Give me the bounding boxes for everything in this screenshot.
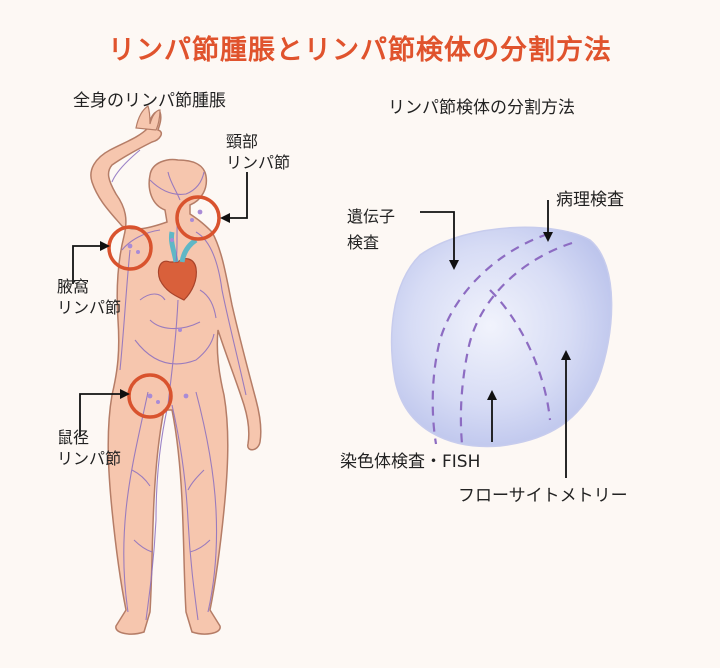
inguinal-node-circle (127, 373, 173, 419)
right-arrowheads (449, 232, 571, 400)
label-pathology: 病理検査 (556, 190, 624, 210)
lymph-node-specimen (390, 226, 613, 448)
left-arrowheads (100, 213, 230, 399)
left-subtitle: 全身のリンパ節腫脹 (73, 91, 226, 111)
label-axillary-node: 腋窩 リンパ節 (57, 277, 122, 317)
cut-lines (431, 232, 573, 445)
right-subtitle: リンパ節検体の分割方法 (388, 98, 575, 118)
human-body (90, 105, 262, 635)
label-flow-cytometry: フローサイトメトリー (458, 486, 628, 506)
right-arrows (420, 200, 567, 478)
axillary-node-circle (107, 225, 153, 271)
label-chromosome-fish: 染色体検査・FISH (340, 452, 481, 472)
label-genetic-test: 遺伝子 検査 (347, 207, 396, 252)
neck-node-circle (175, 195, 221, 241)
left-arrows (72, 172, 248, 436)
page-title: リンパ節腫脹とリンパ節検体の分割方法 (108, 35, 612, 66)
label-inguinal-node: 鼠径 リンパ節 (57, 428, 122, 468)
label-neck-node: 頸部 リンパ節 (226, 132, 291, 172)
